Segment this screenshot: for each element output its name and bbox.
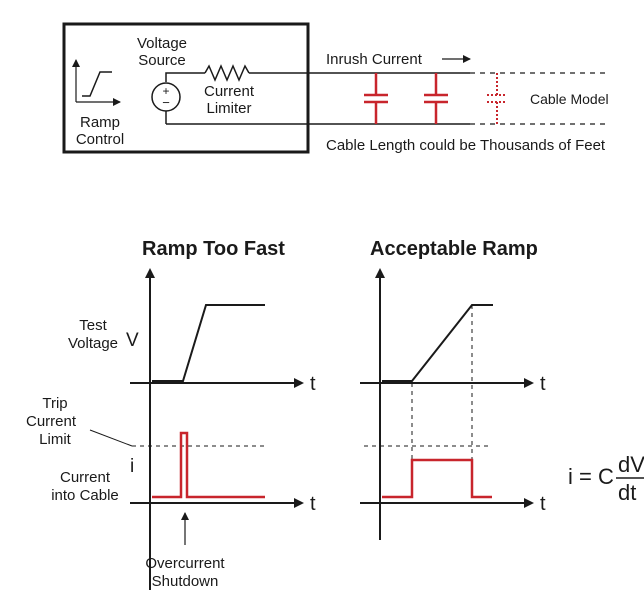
acceptable-t-label-bottom: t (540, 493, 546, 515)
cable-capacitor-2 (424, 73, 448, 124)
capacitor-current-formula: i = C dV dt (568, 452, 644, 505)
test-voltage-label-1: Test (79, 317, 107, 334)
voltage-source-label-2: Source (138, 52, 186, 69)
dashed-capacitor (487, 73, 507, 124)
shutdown-label-2: Shutdown (152, 573, 219, 590)
formula-lhs: i = C (568, 464, 614, 489)
current-limiter-label-1: Current (204, 83, 255, 100)
v-symbol: V (126, 330, 139, 351)
cable-model-label: Cable Model (530, 91, 609, 107)
tester-box (62, 22, 310, 154)
fast-current-spike (152, 431, 265, 499)
panel-fast-title: Ramp Too Fast (142, 238, 285, 260)
inrush-current-label: Inrush Current (326, 51, 423, 68)
source-wire-top (165, 72, 205, 82)
ramp-control-label-1: Ramp (80, 114, 120, 131)
panel-acceptable-ramp: Acceptable Ramp t t (360, 238, 546, 540)
current-into-cable-label-1: Current (60, 469, 111, 486)
test-voltage-label-2: Voltage (68, 335, 118, 352)
acceptable-voltage-waveform (382, 304, 493, 382)
cable-length-note: Cable Length could be Thousands of Feet (326, 137, 606, 154)
resistor-symbol (204, 64, 250, 82)
acceptable-t-label-top: t (540, 373, 546, 395)
trip-limit-label-1: Trip (42, 395, 67, 412)
voltage-source-label-1: Voltage (137, 35, 187, 52)
current-into-cable-label-2: into Cable (51, 487, 119, 504)
trip-limit-label-3: Limit (39, 431, 72, 448)
shutdown-label-1: Overcurrent (145, 555, 225, 572)
formula-numerator: dV (618, 452, 644, 477)
fast-t-label-bottom: t (310, 493, 316, 515)
source-minus: − (162, 95, 170, 110)
acceptable-current-pulse (382, 458, 492, 499)
panel-ramp-too-fast: Ramp Too Fast t t Test Voltage V Trip Cu… (26, 238, 316, 590)
trip-limit-label-2: Current (26, 413, 77, 430)
fast-t-label-top: t (310, 373, 316, 395)
ramp-control-label-2: Control (76, 131, 124, 148)
fast-voltage-waveform (152, 304, 265, 382)
current-limiter-label-2: Limiter (206, 100, 251, 117)
trip-limit-leader (89, 429, 133, 447)
cable-capacitor-1 (364, 73, 388, 124)
circuit-schematic: Ramp Control Voltage Source + − Current … (62, 22, 610, 154)
formula-denominator: dt (618, 480, 636, 505)
ramp-control-icon (72, 59, 121, 106)
i-symbol: i (130, 456, 134, 477)
panel-acceptable-title: Acceptable Ramp (370, 238, 538, 260)
source-plus: + (162, 84, 169, 98)
